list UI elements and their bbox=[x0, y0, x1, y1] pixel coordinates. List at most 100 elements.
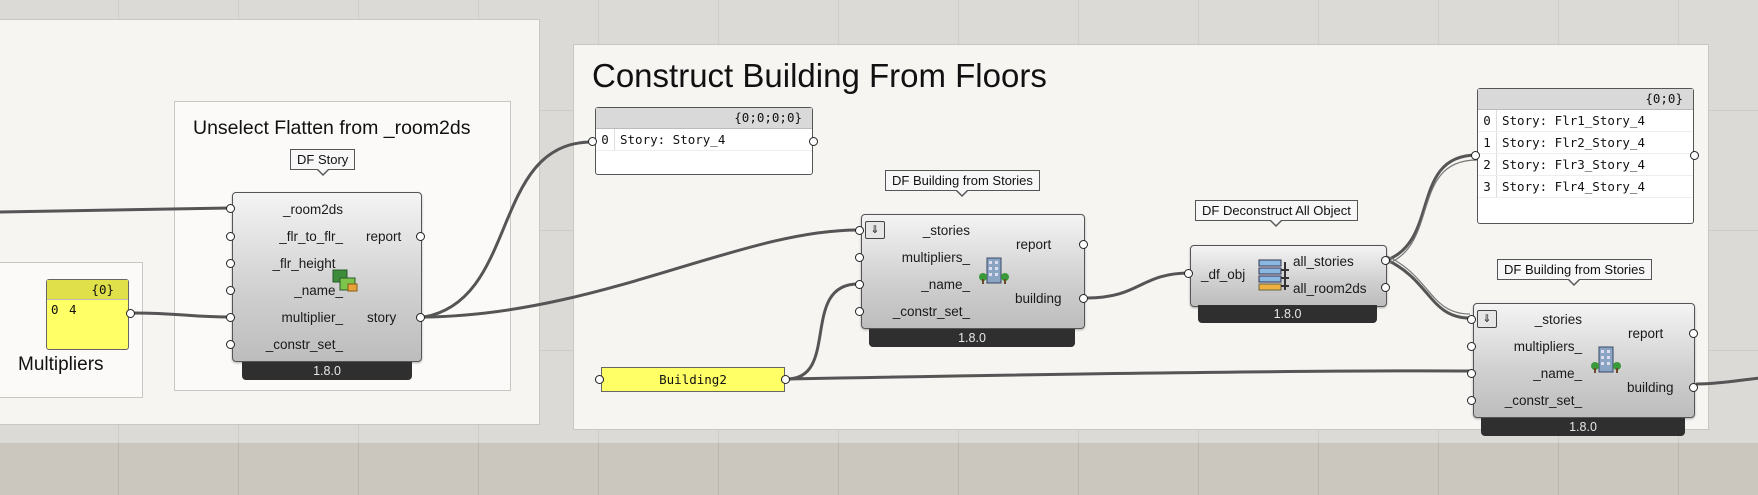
wire-building-name-to-bfs1 bbox=[785, 282, 860, 381]
input-constr-set[interactable]: _constr_set_ bbox=[265, 337, 343, 352]
building-icon-2 bbox=[1591, 346, 1621, 373]
df-story-dot-in-4[interactable] bbox=[226, 313, 235, 322]
bfs2-tag: DF Building from Stories bbox=[1497, 259, 1652, 286]
bfs2-dot-out-0[interactable] bbox=[1689, 329, 1698, 338]
input-name[interactable]: _name_ bbox=[294, 283, 343, 298]
bfs1-tag: DF Building from Stories bbox=[885, 170, 1040, 197]
deconstruct-output-all-stories[interactable]: all_stories bbox=[1293, 254, 1354, 269]
wire-building2-out bbox=[1695, 376, 1758, 386]
story-panel-row: 0 Story: Story_4 bbox=[596, 129, 812, 151]
wire-building-name-to-bfs2 bbox=[785, 369, 1472, 381]
bfs2-dot-in-1[interactable] bbox=[1467, 342, 1476, 351]
df-story-dot-in-3[interactable] bbox=[226, 286, 235, 295]
story-panel-index: 0 bbox=[596, 129, 615, 150]
bfs2-dot-in-2[interactable] bbox=[1467, 369, 1476, 378]
story-output-panel[interactable]: {0;0;0;0} 0 Story: Story_4 bbox=[595, 107, 813, 175]
output-report[interactable]: report bbox=[366, 229, 402, 244]
bfs2-dot-out-1[interactable] bbox=[1689, 383, 1698, 392]
df-story-dot-out-0[interactable] bbox=[416, 232, 425, 241]
stories-list-row-3: 3 Story: Flr4_Story_4 bbox=[1478, 176, 1693, 198]
stories-list-index-1: 1 bbox=[1478, 132, 1497, 153]
stories-list-dot-out[interactable] bbox=[1690, 151, 1699, 160]
multipliers-group-title: Multipliers bbox=[18, 354, 104, 375]
bfs1-dot-out-0[interactable] bbox=[1079, 240, 1088, 249]
wire-room2ds-in bbox=[0, 206, 232, 214]
stories-list-value-0: Story: Flr1_Story_4 bbox=[1502, 113, 1645, 128]
deconstruct-dot-in[interactable] bbox=[1184, 269, 1193, 278]
bfs2-output-report[interactable]: report bbox=[1628, 326, 1664, 341]
bfs1-input-multipliers[interactable]: multipliers_ bbox=[901, 250, 970, 265]
story-panel-dot-in[interactable] bbox=[588, 137, 597, 146]
building-name-panel[interactable]: Building2 bbox=[601, 367, 785, 392]
df-story-dot-out-1[interactable] bbox=[416, 313, 425, 322]
stories-list-index-0: 0 bbox=[1478, 110, 1497, 131]
bfs2-input-multipliers[interactable]: multipliers_ bbox=[1513, 339, 1582, 354]
flatten-arrow-icon[interactable]: ⇓ bbox=[865, 221, 885, 239]
wire-all-stories-to-bfs2 bbox=[1385, 258, 1472, 320]
df-story-dot-in-1[interactable] bbox=[226, 232, 235, 241]
bfs2-input-stories[interactable]: _stories bbox=[1534, 312, 1582, 327]
bfs2-input-name[interactable]: _name_ bbox=[1533, 366, 1582, 381]
bfs1-input-stories[interactable]: _stories bbox=[922, 223, 970, 238]
df-story-dot-in-2[interactable] bbox=[226, 259, 235, 268]
output-story[interactable]: story bbox=[367, 310, 397, 325]
stories-list-panel[interactable]: {0;0} 0 Story: Flr1_Story_4 1 Story: Flr… bbox=[1477, 88, 1694, 224]
bfs2-dot-in-3[interactable] bbox=[1467, 396, 1476, 405]
df-story-tag: DF Story bbox=[290, 149, 356, 176]
deconstruct-version: 1.8.0 bbox=[1198, 305, 1377, 323]
building-name-dot-in[interactable] bbox=[595, 375, 604, 384]
deconstruct-dot-out-0[interactable] bbox=[1381, 256, 1390, 265]
bfs1-input-name[interactable]: _name_ bbox=[921, 277, 970, 292]
bfs2-dot-in-0[interactable] bbox=[1467, 315, 1476, 324]
bfs1-dot-in-0[interactable] bbox=[855, 226, 864, 235]
bfs2-version: 1.8.0 bbox=[1481, 418, 1685, 436]
building-name-dot-out[interactable] bbox=[781, 375, 790, 384]
bfs1-input-constr-set[interactable]: _constr_set_ bbox=[892, 304, 970, 319]
wire-story-to-building1 bbox=[422, 228, 860, 319]
bfs1-dot-out-1[interactable] bbox=[1079, 294, 1088, 303]
df-story-dot-in-5[interactable] bbox=[226, 340, 235, 349]
story-panel-header: {0;0;0;0} bbox=[596, 108, 812, 129]
deconstruct-input-df-obj[interactable]: _df_obj bbox=[1201, 267, 1246, 282]
df-deconstruct-component[interactable]: _df_obj all_stories all_room2ds bbox=[1190, 245, 1387, 307]
building-from-stories-2[interactable]: ⇓ _stories multipliers_ _name_ _constr_s… bbox=[1473, 303, 1695, 418]
deconstruct-icon bbox=[1258, 259, 1289, 291]
multiplier-panel[interactable]: {0} 0 4 bbox=[46, 279, 129, 350]
wire-building1-to-deconstruct bbox=[1085, 271, 1192, 300]
stories-list-index-3: 3 bbox=[1478, 176, 1497, 197]
multiplier-panel-header: {0} bbox=[47, 280, 128, 300]
building-from-stories-1[interactable]: ⇓ _stories multipliers_ _name_ _constr_s… bbox=[861, 214, 1085, 329]
df-story-dot-in-0[interactable] bbox=[226, 204, 235, 213]
construct-building-group-title: Construct Building From Floors bbox=[592, 57, 1047, 94]
bfs1-output-building[interactable]: building bbox=[1015, 291, 1062, 306]
bfs1-dot-in-3[interactable] bbox=[855, 307, 864, 316]
deconstruct-tag: DF Deconstruct All Object bbox=[1195, 200, 1358, 227]
input-flr-to-flr[interactable]: _flr_to_flr_ bbox=[279, 229, 343, 244]
building-name-value: Building2 bbox=[659, 372, 727, 387]
story-icon bbox=[332, 269, 358, 292]
deconstruct-dot-out-1[interactable] bbox=[1381, 283, 1390, 292]
story-panel-dot-out[interactable] bbox=[809, 137, 818, 146]
bfs1-output-report[interactable]: report bbox=[1016, 237, 1052, 252]
stories-list-value-2: Story: Flr3_Story_4 bbox=[1502, 157, 1645, 172]
stories-list-value-1: Story: Flr2_Story_4 bbox=[1502, 135, 1645, 150]
deconstruct-output-all-room2ds[interactable]: all_room2ds bbox=[1293, 281, 1367, 296]
multiplier-panel-value: 4 bbox=[69, 302, 77, 317]
story-panel-value: Story: Story_4 bbox=[620, 132, 726, 147]
bfs1-dot-in-2[interactable] bbox=[855, 280, 864, 289]
wire-all-stories-to-list bbox=[1385, 153, 1479, 262]
input-multiplier[interactable]: multiplier_ bbox=[281, 310, 343, 325]
input-flr-height[interactable]: _flr_height_ bbox=[272, 256, 343, 271]
multiplier-panel-dot-out[interactable] bbox=[126, 309, 135, 318]
stories-list-row-0: 0 Story: Flr1_Story_4 bbox=[1478, 110, 1693, 132]
df-story-version: 1.8.0 bbox=[242, 362, 412, 380]
bfs2-input-constr-set[interactable]: _constr_set_ bbox=[1504, 393, 1582, 408]
stories-list-dot-in[interactable] bbox=[1471, 151, 1480, 160]
input-room2ds[interactable]: _room2ds bbox=[282, 202, 343, 217]
bfs2-output-building[interactable]: building bbox=[1627, 380, 1674, 395]
bfs1-dot-in-1[interactable] bbox=[855, 253, 864, 262]
flatten-arrow-icon-2[interactable]: ⇓ bbox=[1477, 310, 1497, 328]
df-story-component[interactable]: _room2ds _flr_to_flr_ _flr_height_ _name… bbox=[232, 192, 422, 362]
